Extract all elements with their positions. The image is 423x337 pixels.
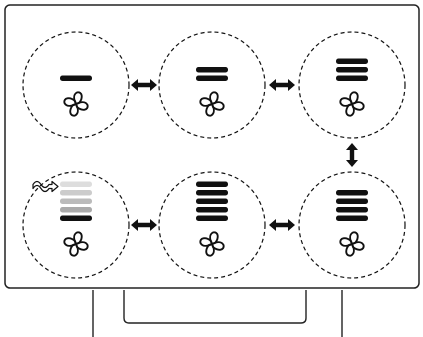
mode-layer — [22, 31, 406, 279]
speed-bar — [336, 198, 368, 204]
mode-circle — [22, 171, 130, 279]
speed-bar — [60, 75, 92, 81]
mode-speed-1 — [22, 31, 130, 139]
speed-bar-faded — [60, 198, 92, 204]
bidirectional-arrow-icon — [131, 219, 157, 231]
airflow-wave-arrow-icon — [32, 180, 59, 193]
speed-bar-faded — [60, 207, 92, 213]
speed-bar — [336, 215, 368, 221]
mode-circle — [158, 31, 266, 139]
fan-icon — [199, 231, 225, 257]
speed-bar — [196, 75, 228, 81]
fan-icon — [199, 91, 225, 117]
mode-speed-3 — [298, 31, 406, 139]
mounting-bracket — [92, 290, 343, 337]
speed-bar — [336, 75, 368, 81]
mode-circle — [158, 171, 266, 279]
speed-bar-faded — [60, 181, 92, 187]
control-panel-frame — [4, 4, 420, 289]
speed-bar — [196, 215, 228, 221]
speed-bar — [196, 67, 228, 73]
speed-bar — [60, 215, 92, 221]
mode-speed-4 — [298, 171, 406, 279]
speed-bar — [336, 67, 368, 73]
bidirectional-arrow-icon — [269, 219, 295, 231]
speed-bar — [196, 181, 228, 187]
fan-icon — [63, 231, 89, 257]
bidirectional-arrow-icon — [131, 79, 157, 91]
bidirectional-arrow-icon — [269, 79, 295, 91]
fan-icon — [339, 231, 365, 257]
mode-circle — [298, 171, 406, 279]
mode-speed-2 — [158, 31, 266, 139]
fan-icon — [63, 91, 89, 117]
mode-speed-5 — [158, 171, 266, 279]
mode-auto-airflow — [22, 171, 130, 279]
speed-bar-faded — [60, 190, 92, 196]
fan-icon — [339, 91, 365, 117]
speed-bar — [196, 190, 228, 196]
speed-bar — [196, 207, 228, 213]
mode-circle — [298, 31, 406, 139]
speed-bar — [196, 198, 228, 204]
bidirectional-arrow-icon — [346, 143, 358, 167]
arrow-layer — [131, 79, 358, 231]
speed-bar — [336, 58, 368, 64]
speed-bar — [336, 207, 368, 213]
speed-bar — [336, 190, 368, 196]
mode-circle — [22, 31, 130, 139]
